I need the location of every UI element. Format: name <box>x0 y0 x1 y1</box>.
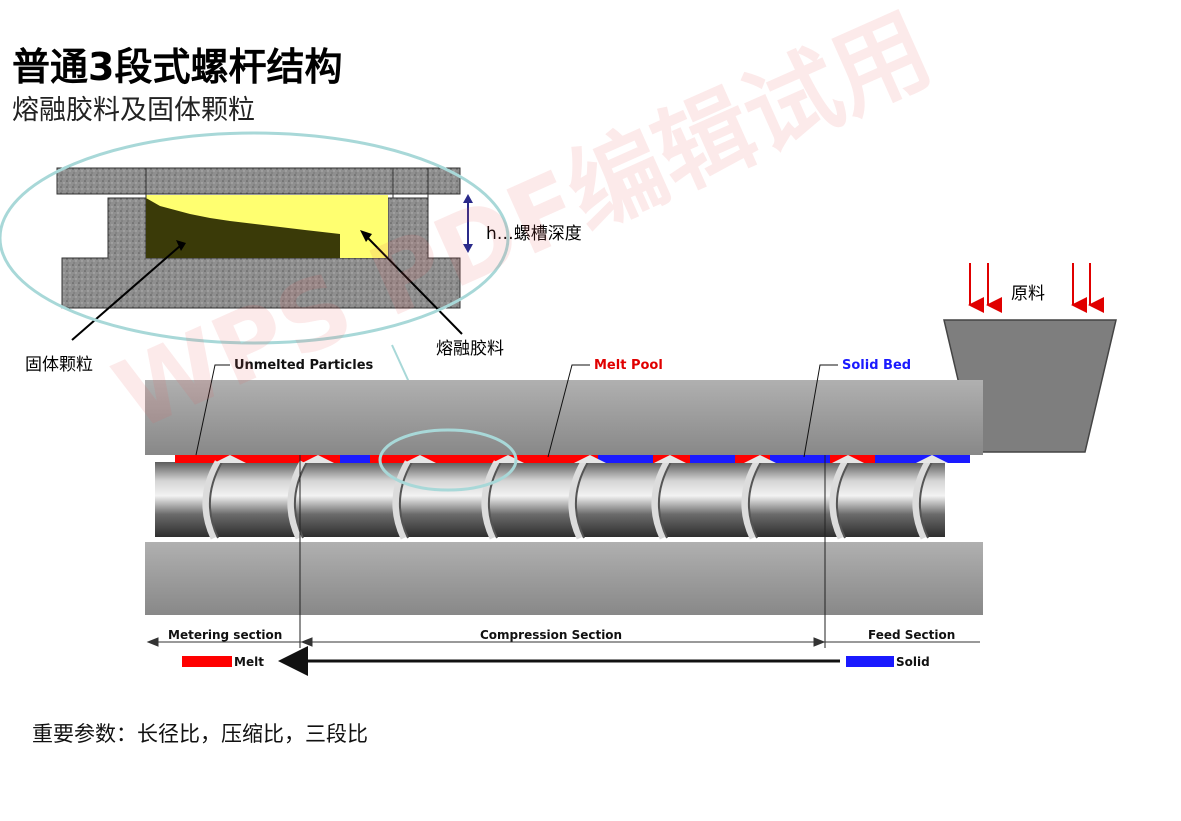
barrel-bottom <box>145 542 983 615</box>
key-parameters-note: 重要参数：长径比，压缩比，三段比 <box>32 722 368 746</box>
solid-particles-label: 固体颗粒 <box>25 355 93 375</box>
depth-label: h…螺槽深度 <box>486 224 582 244</box>
detail-highlight-ellipse <box>0 131 510 345</box>
solid-legend-label: Solid <box>896 655 930 669</box>
section-arrows <box>146 637 980 647</box>
melt-legend-swatch <box>182 656 232 667</box>
melt-pool-label: Melt Pool <box>594 358 663 373</box>
screw <box>155 455 970 540</box>
page-subtitle: 熔融胶料及固体颗粒 <box>12 95 255 126</box>
molten-label: 熔融胶料 <box>436 339 504 359</box>
unmelted-particles-label: Unmelted Particles <box>234 358 374 373</box>
compression-section-label: Compression Section <box>480 628 622 642</box>
page-title: 普通3段式螺杆结构 <box>12 45 343 89</box>
screw-highlight-ellipse <box>378 428 518 492</box>
melt-legend-label: Melt <box>234 655 264 669</box>
feed-section-label: Feed Section <box>868 628 955 642</box>
raw-material-label: 原料 <box>1011 284 1045 304</box>
flight-cross-section <box>56 167 473 341</box>
solid-legend-swatch <box>846 656 894 667</box>
solid-bed-label: Solid Bed <box>842 358 911 373</box>
metering-section-label: Metering section <box>168 628 282 642</box>
barrel-top <box>145 380 983 455</box>
